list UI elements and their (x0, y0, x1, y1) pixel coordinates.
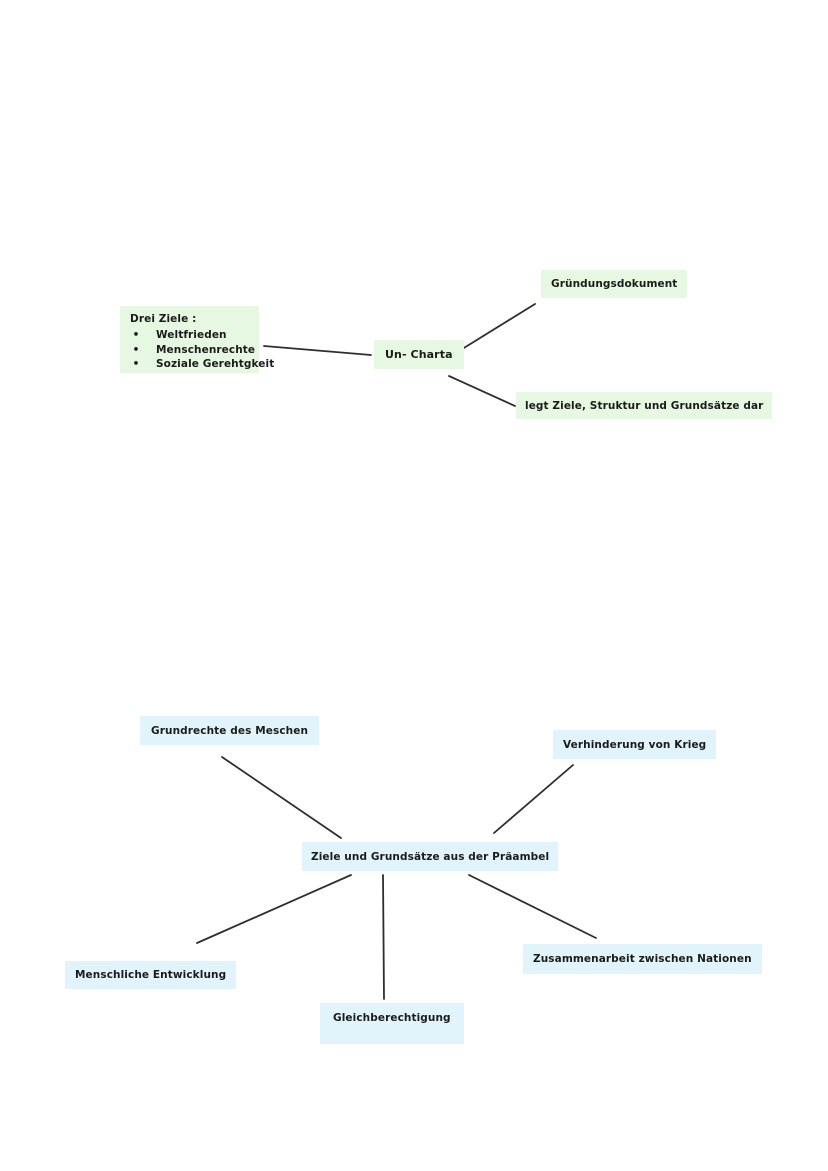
list-item: • Menschenrechte (130, 343, 256, 358)
connector-drei-ziele--un-charta (263, 345, 372, 356)
node-grundrechte[interactable]: Grundrechte des Meschen (140, 716, 320, 745)
node-label: Grundrechte des Meschen (151, 724, 309, 737)
list-item-label: Menschenrechte (156, 343, 256, 356)
drei-ziele-list: • Weltfrieden • Menschenrechte • Soziale… (130, 328, 275, 372)
node-legt-ziele[interactable]: legt Ziele, Struktur und Grundsätze dar (516, 392, 773, 419)
connector-un-charta--gruendungsdokument (458, 303, 536, 352)
bullet-icon: • (132, 343, 140, 356)
bullet-icon: • (132, 358, 140, 370)
node-label: Menschliche Entwicklung (75, 969, 227, 981)
connector-un-charta--legt-ziele (448, 375, 516, 407)
node-menschliche[interactable]: Menschliche Entwicklung (65, 961, 237, 989)
node-label: legt Ziele, Struktur und Grundsätze dar (525, 399, 764, 412)
node-label: Gründungsdokument (551, 278, 678, 290)
connector-praeambel--zusammenarbeit (468, 874, 597, 939)
list-item-label: Soziale Gerehtgkeit (156, 358, 275, 370)
bullet-icon: • (132, 329, 140, 341)
connector-verhinderung--praeambel (493, 764, 574, 834)
node-label: Ziele und Grundsätze aus der Präambel (311, 850, 550, 863)
node-label: Un- Charta (385, 348, 453, 361)
node-verhinderung[interactable]: Verhinderung von Krieg (553, 730, 717, 759)
connector-praeambel--gleichberechtigung (382, 874, 385, 1000)
node-gleichberechtigung[interactable]: Gleichberechtigung (320, 1003, 464, 1044)
node-drei-ziele[interactable]: Drei Ziele : • Weltfrieden • Menschenrec… (120, 306, 275, 373)
node-label: Zusammenarbeit zwischen Nationen (533, 953, 752, 965)
node-label: Verhinderung von Krieg (563, 738, 707, 751)
connector-praeambel--menschliche (196, 874, 352, 944)
node-praeambel[interactable]: Ziele und Grundsätze aus der Präambel (302, 842, 559, 871)
list-item: • Weltfrieden (130, 328, 253, 343)
connector-grundrechte--praeambel (221, 756, 342, 839)
node-gruendungsdokument[interactable]: Gründungsdokument (541, 270, 688, 298)
node-label: Gleichberechtigung (333, 1012, 451, 1024)
node-un-charta[interactable]: Un- Charta (374, 340, 464, 369)
node-zusammenarbeit[interactable]: Zusammenarbeit zwischen Nationen (523, 944, 762, 974)
list-item: • Soziale Gerehtgkeit (130, 357, 275, 372)
list-item-label: Weltfrieden (156, 329, 227, 341)
drei-ziele-title: Drei Ziele : (130, 313, 197, 325)
